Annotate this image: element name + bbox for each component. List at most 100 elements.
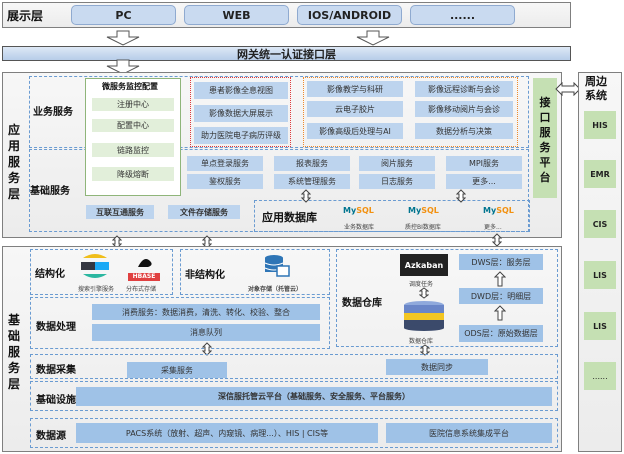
collection-service[interactable]: 采集服务 xyxy=(127,362,227,378)
interop-service[interactable]: 互联互通服务 xyxy=(86,205,154,219)
peripheral-item[interactable]: EMR xyxy=(584,160,616,188)
mysql-logo: MySQL xyxy=(483,206,514,215)
collection-group xyxy=(30,354,558,379)
app-database-label: 应用数据库 xyxy=(262,211,317,224)
unstructured-label: 非结构化 xyxy=(185,270,225,281)
data-sync[interactable]: 数据同步 xyxy=(386,359,488,375)
dwd-layer[interactable]: DWD层：明细层 xyxy=(459,288,543,304)
processing-group xyxy=(30,297,330,349)
peripheral-label: 周边系统 xyxy=(585,75,607,102)
object-storage-caption: 对象存储（托管云） xyxy=(248,286,303,293)
data-source-label: 数据源 xyxy=(36,431,66,442)
schedule-caption: 调度任务 xyxy=(409,281,434,288)
peripheral-item[interactable]: HIS xyxy=(584,111,616,139)
feature-item[interactable]: 影像远程诊断与会诊 xyxy=(415,81,513,97)
peripheral-item[interactable]: LIS xyxy=(584,261,616,289)
feature-item[interactable]: 影像高级后处理与AI xyxy=(307,123,403,139)
hbase-logo: HBASE xyxy=(128,254,160,281)
business-services-label: 业务服务 xyxy=(33,107,73,118)
feature-item[interactable]: 云电子胶片 xyxy=(307,101,403,117)
azkaban-logo: Azkaban xyxy=(400,254,448,276)
arrow-up-icon xyxy=(494,271,506,287)
message-queue[interactable]: 消息队列 xyxy=(92,324,320,341)
client-pc[interactable]: PC xyxy=(71,5,176,25)
application-label: 应用服务层 xyxy=(7,123,20,201)
microservice-title: 微服务监控配置 xyxy=(102,82,158,91)
db-caption: 质控BI数据库 xyxy=(405,224,441,231)
peripheral-item[interactable]: ...... xyxy=(584,362,616,390)
mysql-logo: MySQL xyxy=(408,206,439,215)
basic-service[interactable]: 单点登录服务 xyxy=(187,156,263,171)
business-services-group xyxy=(29,76,529,148)
warehouse-group xyxy=(336,249,558,347)
data-source-group xyxy=(30,418,558,448)
base-service-label: 基础服务层 xyxy=(7,313,20,391)
basic-service[interactable]: 日志服务 xyxy=(359,174,435,189)
microservice-item[interactable]: 链路监控 xyxy=(92,143,174,157)
microservice-item[interactable]: 降级熔断 xyxy=(92,167,174,181)
client-ios-android[interactable]: IOS/ANDROID xyxy=(297,5,402,25)
db-caption: 业务数据库 xyxy=(344,224,375,231)
basic-service[interactable]: 更多... xyxy=(446,174,522,189)
client-web[interactable]: WEB xyxy=(184,5,289,25)
feature-item[interactable]: 助力医院电子病历评级 xyxy=(194,127,288,144)
base-service-layer xyxy=(2,246,562,452)
arrow-down-icon xyxy=(356,30,390,46)
bidirectional-arrow-icon xyxy=(492,233,502,247)
gateway-layer: 网关统一认证接口层 xyxy=(2,46,571,61)
feature-item[interactable]: 数据分析与决策 xyxy=(415,123,513,139)
collection-label: 数据采集 xyxy=(36,365,76,376)
peripheral-item[interactable]: CIS xyxy=(584,210,616,238)
unstructured-group xyxy=(180,249,330,295)
arrow-down-icon xyxy=(106,30,140,46)
interface-platform-label: 接口服务平台 xyxy=(539,96,551,184)
cloud-platform[interactable]: 深信服托管云平台（基础服务、安全服务、平台服务） xyxy=(76,387,552,406)
infrastructure-group xyxy=(30,381,558,411)
basic-service[interactable]: MPI服务 xyxy=(446,156,522,171)
data-warehouse-caption: 数据仓库 xyxy=(409,338,434,345)
object-storage-icon xyxy=(264,255,290,277)
bidirectional-arrow-icon xyxy=(301,189,311,203)
feature-item[interactable]: 患者影像全息视图 xyxy=(194,82,288,99)
feature-item[interactable]: 影像数据大屏展示 xyxy=(194,105,288,122)
app-database-group xyxy=(254,200,530,232)
structured-group xyxy=(30,249,173,295)
processing-label: 数据处理 xyxy=(36,322,76,333)
microservice-item[interactable]: 配置中心 xyxy=(92,119,174,132)
ods-layer[interactable]: ODS层：原始数据层 xyxy=(459,325,543,342)
arrow-up-icon xyxy=(494,305,506,321)
orange-feature-group xyxy=(303,77,518,147)
dws-layer[interactable]: DWS层：服务层 xyxy=(459,254,543,270)
basic-service[interactable]: 系统管理服务 xyxy=(274,174,350,189)
infrastructure-label: 基础设施 xyxy=(36,395,76,406)
hospital-integration-platform[interactable]: 医院信息系统集成平台 xyxy=(386,423,552,443)
interface-platform[interactable] xyxy=(533,78,557,198)
feature-item[interactable]: 影像教学与科研 xyxy=(307,81,403,97)
basic-service[interactable]: 鉴权服务 xyxy=(187,174,263,189)
db-caption: 更多... xyxy=(484,224,502,231)
red-feature-group xyxy=(190,77,291,147)
mysql-logo: MySQL xyxy=(343,206,374,215)
arrow-down-icon xyxy=(106,59,140,75)
feature-item[interactable]: 影像移动阅片与会诊 xyxy=(415,101,513,117)
bidirectional-arrow-icon xyxy=(419,287,429,299)
consumption-service[interactable]: 消费服务：数据消费，清洗、转化、校验、整合 xyxy=(92,304,320,320)
elasticsearch-icon xyxy=(81,254,109,278)
bidirectional-arrow-icon xyxy=(420,344,430,356)
search-engine-caption: 搜索引擎服务 xyxy=(78,286,115,293)
distributed-storage-caption: 分布式存储 xyxy=(126,286,157,293)
bidirectional-arrow-icon xyxy=(456,189,466,203)
pacs-source[interactable]: PACS系统（放射、超声、内窥镜、病理...）、HIS | CIS等 xyxy=(76,423,378,443)
peripheral-item[interactable]: LIS xyxy=(584,312,616,340)
structured-label: 结构化 xyxy=(35,269,65,280)
bidirectional-arrow-icon xyxy=(202,342,212,356)
warehouse-label: 数据仓库 xyxy=(342,298,382,309)
data-warehouse-icon xyxy=(404,301,444,331)
microservice-item[interactable]: 注册中心 xyxy=(92,98,174,111)
basic-services-label: 基础服务 xyxy=(30,186,70,197)
file-storage-service[interactable]: 文件存储服务 xyxy=(168,205,240,219)
basic-service[interactable]: 阅片服务 xyxy=(359,156,435,171)
basic-service[interactable]: 报表服务 xyxy=(274,156,350,171)
client-more[interactable]: ...... xyxy=(410,5,515,25)
presentation-label: 展示层 xyxy=(7,9,44,23)
